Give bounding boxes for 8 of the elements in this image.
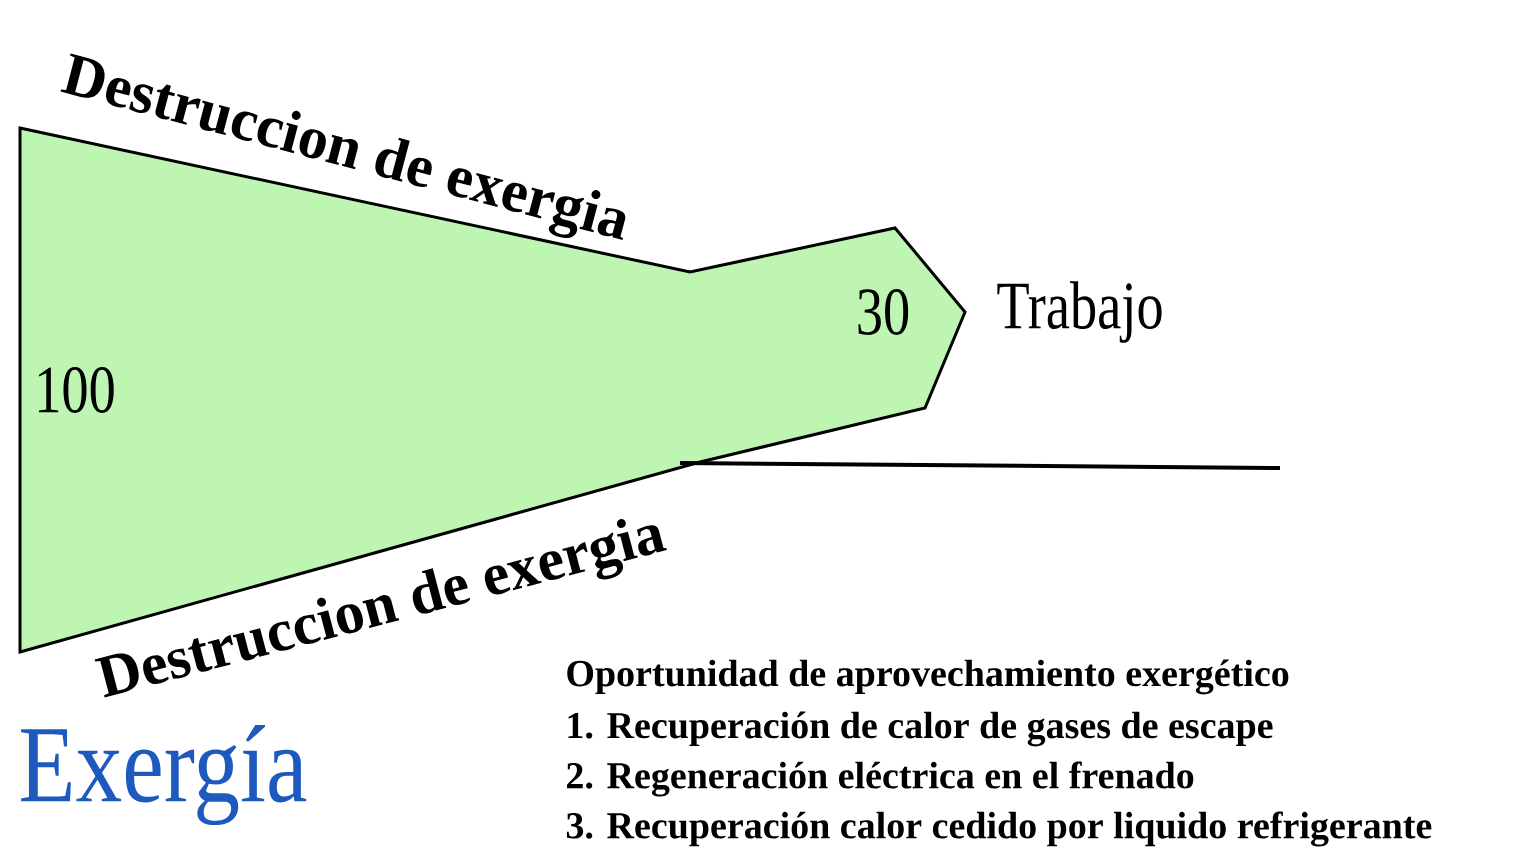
- list-item: 3. Recuperación calor cedido por liquido refrigerante: [566, 811, 1432, 847]
- list-heading: Oportunidad de aprovechamiento exergético: [567, 659, 1289, 695]
- output-label: Trabajo: [997, 281, 1162, 343]
- title: Exergía: [21, 724, 307, 826]
- list-item: 1. Recuperación de calor de gases de escape: [568, 711, 1273, 747]
- value-label: 100: [39, 367, 114, 413]
- list-item: 2. Regeneración eléctrica en el frenado: [567, 761, 1194, 797]
- value-label: 30: [858, 289, 909, 335]
